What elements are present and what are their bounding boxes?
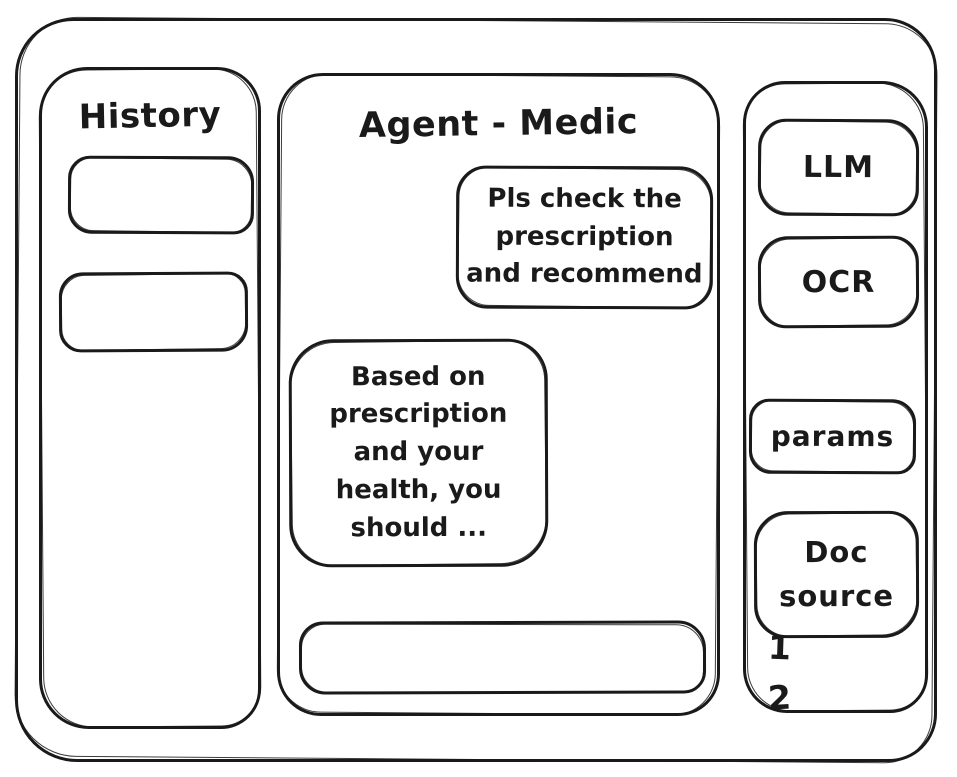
doc-source-button-label: Doc source [779, 534, 895, 613]
user-message-bubble: Pls check the prescription and recommend [455, 165, 714, 310]
chat-input[interactable] [301, 623, 704, 692]
history-title: History [78, 94, 222, 138]
chat-panel: Agent - Medic Pls check the prescription… [277, 73, 720, 716]
app-window: History Agent - Medic Pls check the pres… [15, 18, 937, 762]
history-item[interactable] [58, 271, 249, 353]
chat-title: Agent - Medic [358, 102, 639, 146]
assistant-message-bubble: Based on prescription and your health, y… [288, 338, 549, 568]
params-button[interactable]: params [748, 398, 917, 475]
doc-source-item-1: 1 [767, 627, 792, 668]
chat-input-box [298, 620, 707, 695]
ocr-button-label: OCR [801, 264, 876, 300]
assistant-message-text: Based on prescription and your health, y… [329, 361, 508, 543]
ocr-button[interactable]: OCR [757, 235, 920, 329]
history-panel: History [39, 67, 261, 729]
tools-panel: LLM OCR params Doc source 1 2 [743, 81, 928, 718]
history-item[interactable] [67, 155, 255, 235]
user-message-text: Pls check the prescription and recommend [466, 183, 703, 290]
llm-button-label: LLM [802, 149, 875, 186]
doc-source-item-2: 2 [766, 677, 792, 718]
llm-button[interactable]: LLM [757, 118, 920, 217]
params-button-label: params [770, 419, 895, 453]
doc-source-button[interactable]: Doc source [753, 510, 920, 639]
